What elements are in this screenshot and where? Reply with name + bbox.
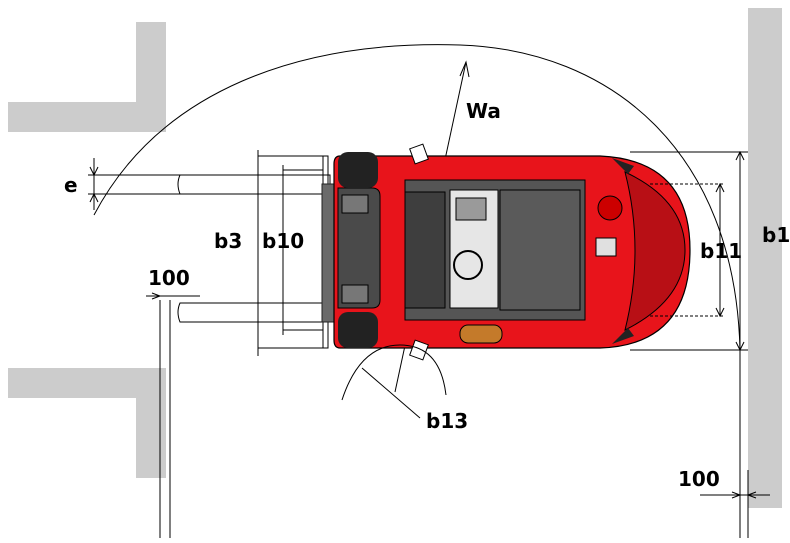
dimension-clearance-left: [146, 292, 200, 538]
wall-right: [748, 8, 782, 508]
label-b13: b13: [426, 409, 468, 433]
label-wa: Wa: [466, 99, 501, 123]
dimension-b11: [650, 182, 725, 318]
forks: [177, 174, 331, 323]
dimension-e: [88, 158, 180, 210]
forklift-body: [333, 143, 691, 361]
dimension-b13: [341, 344, 447, 419]
label-b10: b10: [262, 229, 304, 253]
dimension-b1: [630, 150, 748, 352]
label-clearance-left: 100: [148, 266, 190, 290]
wall-top-left: [8, 22, 166, 132]
turning-radius-arc: [93, 44, 741, 370]
dimension-clearance-right: [700, 350, 770, 538]
label-clearance-right: 100: [678, 467, 720, 491]
wall-bottom-left: [8, 368, 166, 478]
label-b11: b11: [700, 239, 742, 263]
mast: [321, 183, 335, 323]
label-b3: b3: [214, 229, 242, 253]
label-e: e: [64, 173, 78, 197]
label-b1: b1: [762, 223, 790, 247]
